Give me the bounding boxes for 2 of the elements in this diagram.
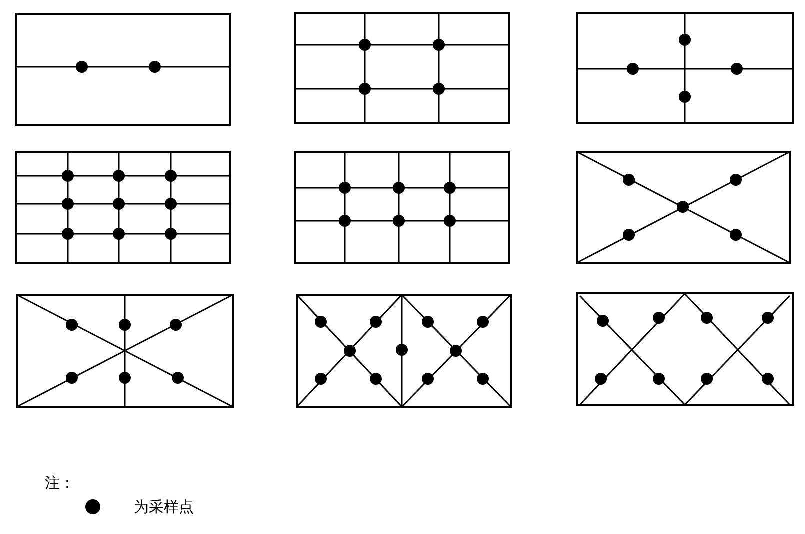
note-label: 注：	[45, 474, 75, 492]
legend-text: 为采样点	[134, 498, 194, 516]
